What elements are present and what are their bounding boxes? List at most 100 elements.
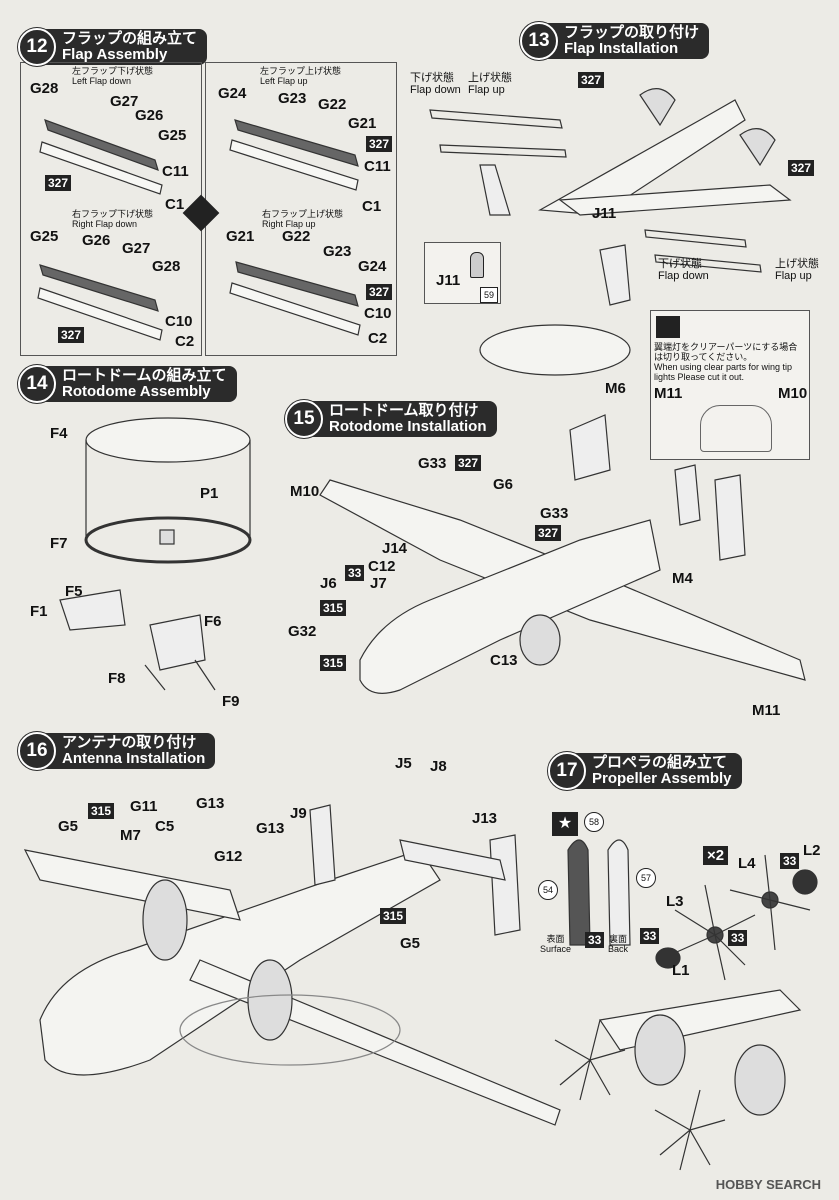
part-label: M11 <box>654 385 683 402</box>
watermark: HOBBY SEARCH <box>715 1177 821 1192</box>
step-title-jp: フラップの取り付け <box>564 23 700 41</box>
part-label: M7 <box>120 827 141 844</box>
part-label: F5 <box>65 583 83 600</box>
step-title-jp: ロートドームの組み立て <box>62 366 227 384</box>
part-label: M10 <box>778 385 808 402</box>
part-label: G25 <box>30 228 59 245</box>
part-label: F9 <box>222 693 240 710</box>
color-code: 57 <box>636 868 656 888</box>
part-label: C10 <box>364 305 392 322</box>
part-label: M6 <box>605 380 626 397</box>
part-label: L4 <box>738 855 756 872</box>
star-icon: ★ <box>552 812 578 836</box>
part-label: G33 <box>540 505 569 522</box>
color-badge: 315 <box>320 600 347 616</box>
color-code: 58 <box>584 812 604 832</box>
step-title-jp: ロートドーム取り付け <box>329 401 479 419</box>
step-title-jp: アンテナの取り付け <box>62 733 197 751</box>
color-badge: 327 <box>45 175 72 191</box>
part-label: J11 <box>436 272 461 289</box>
step-title-en: Propeller Assembly <box>592 769 732 787</box>
step-number: 16 <box>18 732 56 770</box>
part-label: F6 <box>204 613 222 630</box>
quantity-badge: ×2 <box>703 846 729 865</box>
part-label: G23 <box>323 243 352 260</box>
part-label: F1 <box>30 603 48 620</box>
flap-part-drawing <box>37 119 361 341</box>
part-label: C11 <box>162 163 189 180</box>
part-label: G27 <box>122 240 151 257</box>
part-label: G5 <box>400 935 421 952</box>
part-label: J7 <box>370 575 387 592</box>
flap-install-aircraft-drawing <box>429 88 792 306</box>
part-label: J6 <box>320 575 337 592</box>
rotodome-assembly-drawing <box>59 417 252 691</box>
step-title-en: Rotodome Assembly <box>62 382 211 400</box>
cut-icon <box>656 316 680 338</box>
color-badge: 327 <box>366 284 393 300</box>
part-label: J11 <box>592 205 617 222</box>
color-code: 54 <box>538 880 558 900</box>
part-label: F7 <box>50 535 68 552</box>
part-label: J5 <box>395 755 412 772</box>
part-label: J8 <box>430 758 447 775</box>
step-number: 13 <box>520 22 558 60</box>
step-number: 12 <box>18 28 56 66</box>
part-label: C12 <box>368 558 396 575</box>
part-label: G13 <box>256 820 285 837</box>
color-badge: 327 <box>366 136 393 152</box>
part-label: J9 <box>290 805 307 822</box>
color-badge: 327 <box>455 455 482 471</box>
part-label: G13 <box>196 795 225 812</box>
light-part-icon <box>470 252 484 278</box>
step-title-jp: フラップの組み立て <box>62 29 198 47</box>
part-label: G24 <box>358 258 387 275</box>
part-label: C2 <box>368 330 388 347</box>
part-label: G28 <box>152 258 181 275</box>
part-label: G32 <box>288 623 317 640</box>
part-label: G27 <box>110 93 139 110</box>
part-label: C5 <box>155 818 175 835</box>
part-label: G24 <box>218 85 247 102</box>
color-badge: 33 <box>728 930 748 946</box>
color-code: 59 <box>480 287 498 303</box>
step-number: 14 <box>18 365 56 403</box>
part-label: G21 <box>348 115 377 132</box>
color-badge: 315 <box>320 655 347 671</box>
part-label: G26 <box>82 232 111 249</box>
step-number: 17 <box>548 752 586 790</box>
part-label: L1 <box>672 962 690 979</box>
color-badge: 327 <box>788 160 815 176</box>
step-title-en: Flap Assembly <box>62 45 168 63</box>
part-label: G22 <box>282 228 311 245</box>
step-title-jp: プロペラの組み立て <box>592 753 728 771</box>
part-label: G5 <box>58 818 79 835</box>
part-label: G12 <box>214 848 243 865</box>
part-label: G22 <box>318 96 347 113</box>
color-badge: 327 <box>58 327 85 343</box>
part-label: J13 <box>472 810 498 827</box>
step-number: 15 <box>285 400 323 438</box>
part-label: C13 <box>490 652 518 669</box>
part-label: G21 <box>226 228 255 245</box>
part-label: C1 <box>165 196 185 213</box>
part-label: M10 <box>290 483 320 500</box>
part-label: G26 <box>135 107 164 124</box>
part-label: G28 <box>30 80 59 97</box>
color-badge: 327 <box>578 72 605 88</box>
part-label: M11 <box>752 702 781 719</box>
part-label: F4 <box>50 425 68 442</box>
part-label: G6 <box>493 476 514 493</box>
